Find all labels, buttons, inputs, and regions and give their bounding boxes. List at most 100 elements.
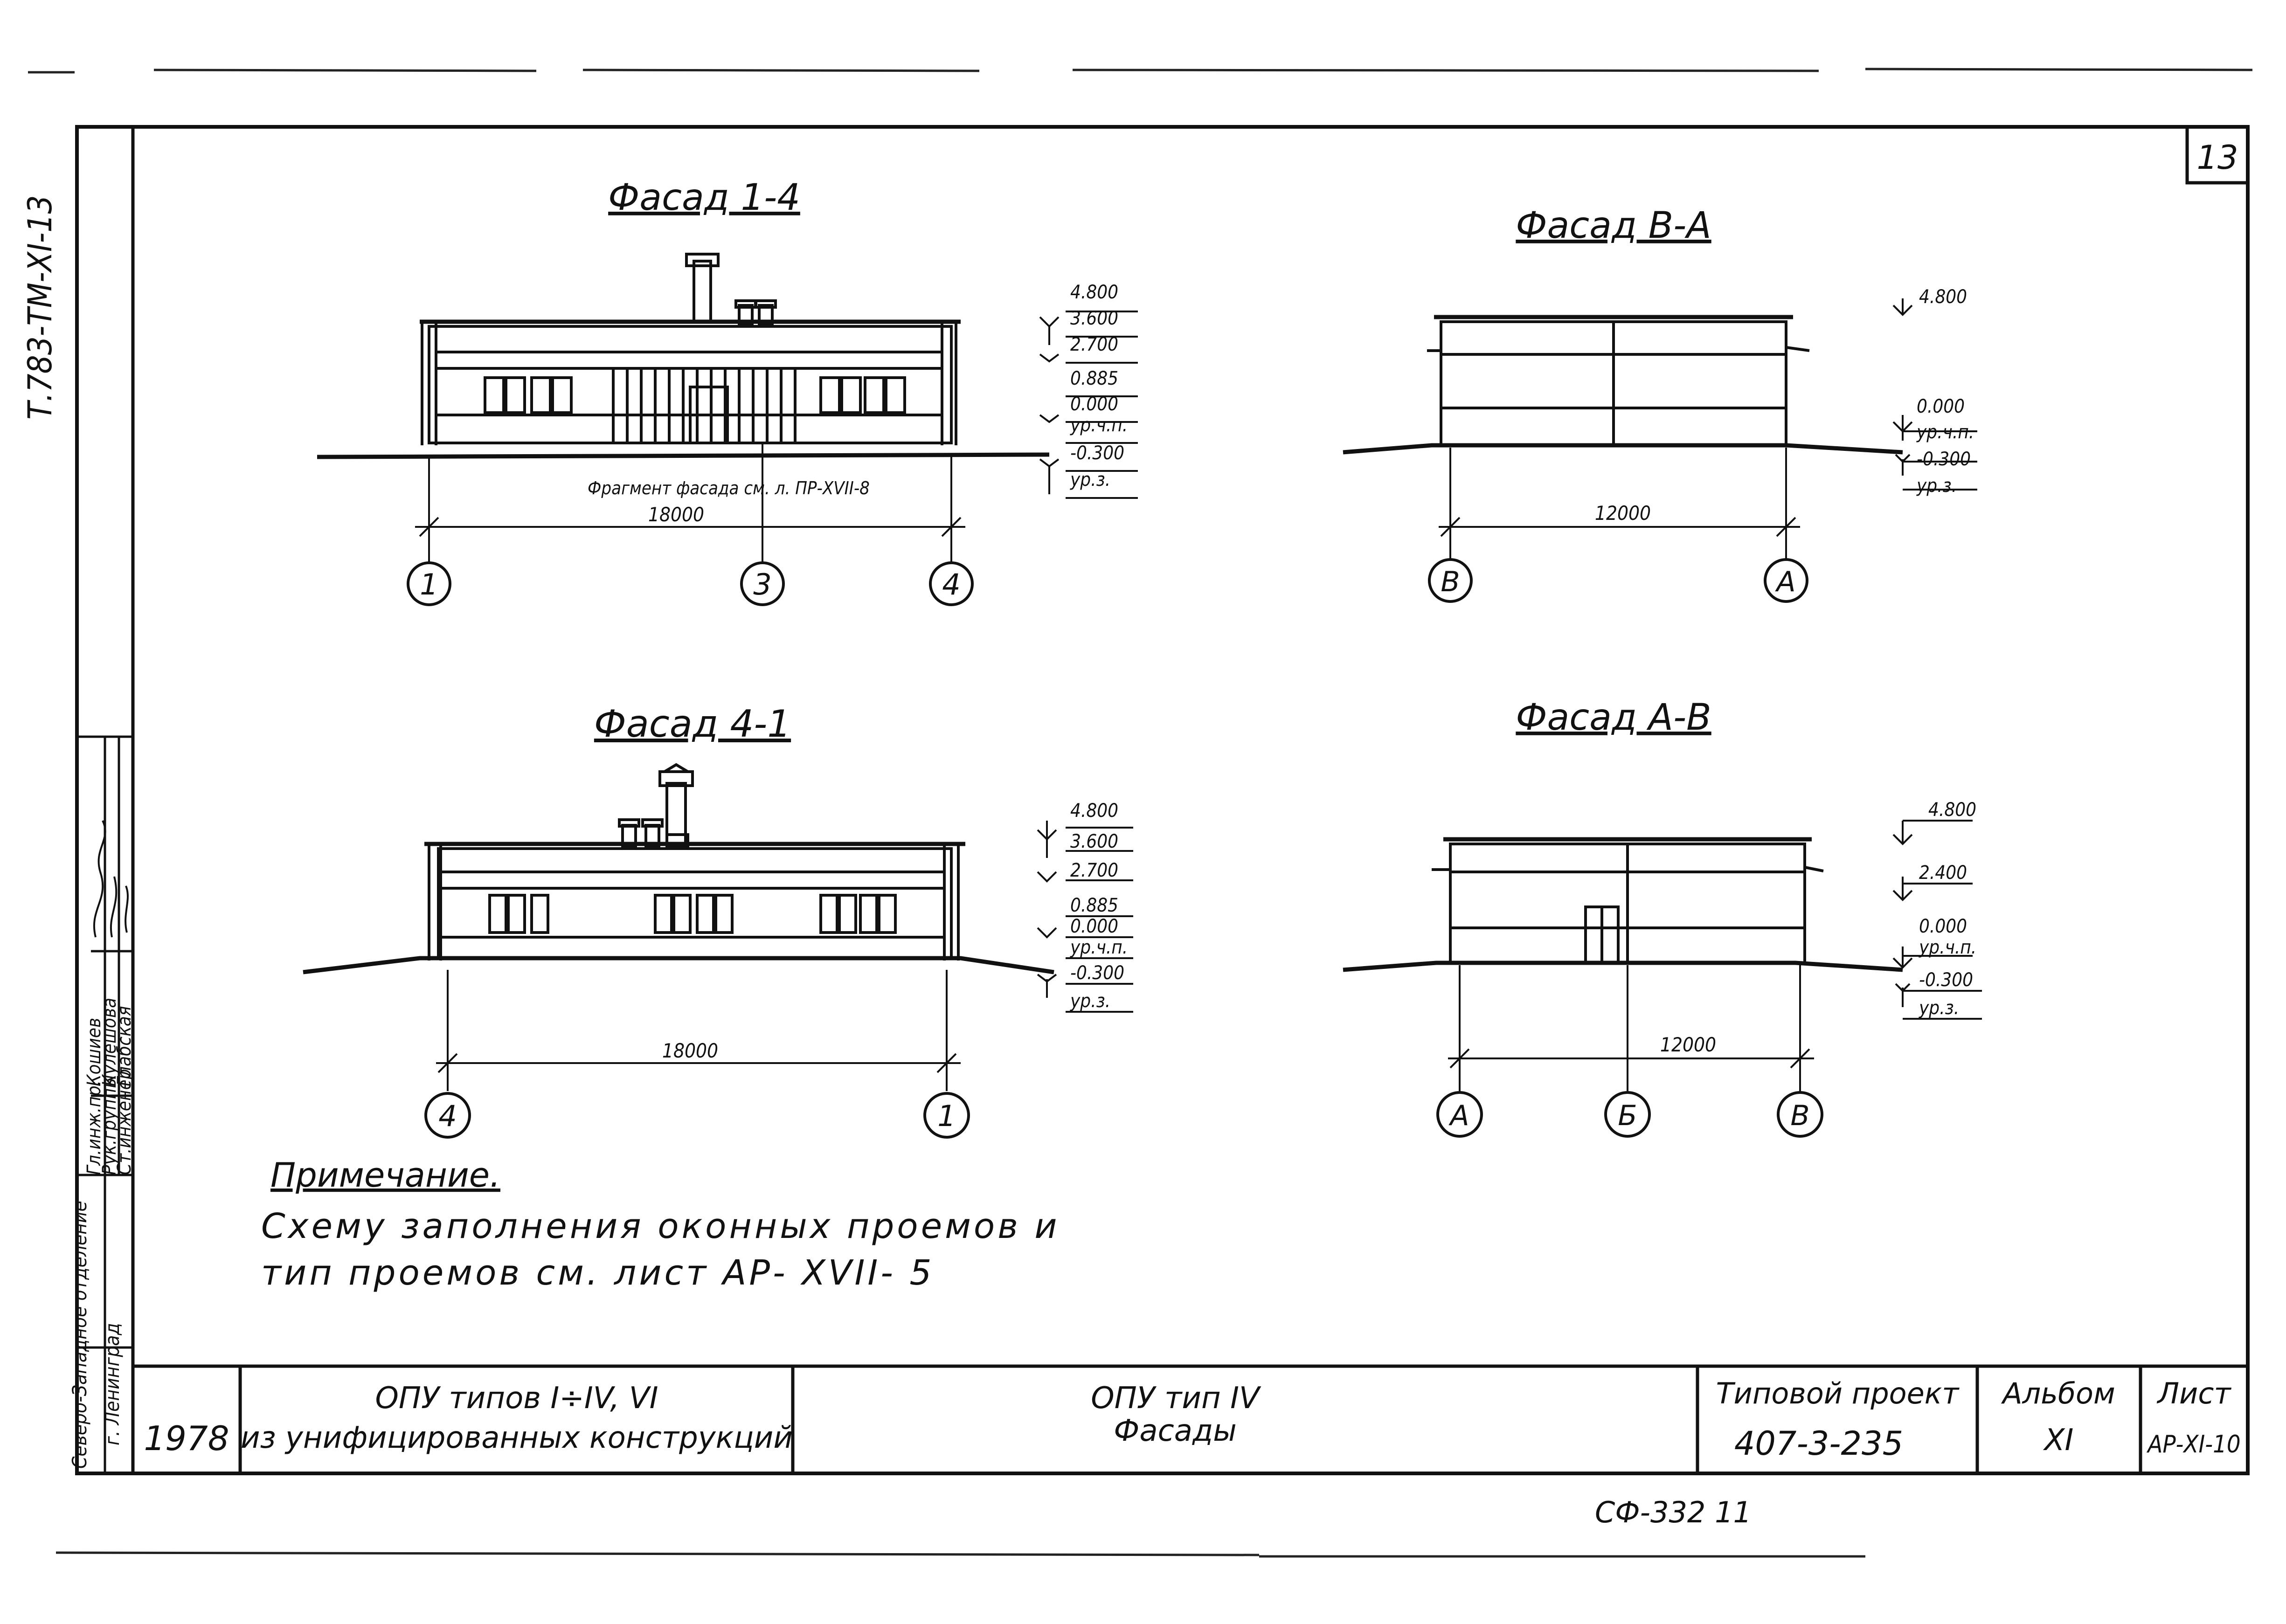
- axis-marker: 3: [740, 561, 785, 606]
- title-block-text: 1978 ОПУ типов I÷IV, VI из унифицированн…: [144, 1376, 2240, 1463]
- axis-markers: В А: [1428, 558, 1808, 603]
- axis-marker: 4: [929, 561, 974, 606]
- level-label: 3.600: [1070, 831, 1118, 852]
- facade-v-a: Фасад В-А 4.800 0.000 ур.ч.п. -0.300 ур.…: [1343, 205, 1977, 603]
- facade-title: Фасад 4-1: [594, 702, 791, 746]
- level-labels: 4.800 0.000 ур.ч.п. -0.300 ур.з.: [1916, 286, 1974, 497]
- stamp-org: Северо-Западное отделение: [68, 1201, 91, 1469]
- axis-marker: В: [1777, 1091, 1823, 1138]
- stamp-city: г. Ленинград: [101, 1323, 124, 1445]
- level-label: 0.000: [1070, 916, 1118, 937]
- level-marks: [1039, 311, 1138, 499]
- approval-strip-text: Гл.инж.пр. Рук.группы Ст.инженер Кошиев …: [68, 998, 135, 1469]
- level-labels: 4.800 2.400 0.000 ур.ч.п. -0.300 ур.з.: [1919, 799, 1976, 1019]
- project-label: Типовой проект: [1716, 1376, 1960, 1410]
- sheet-title: Фасады: [1114, 1414, 1237, 1448]
- building-elevation: [317, 253, 1050, 459]
- level-labels: 4.800 3.600 2.700 0.885 0.000 ур.ч.п. -0…: [1070, 800, 1128, 1012]
- svg-text:4: 4: [438, 1099, 457, 1133]
- level-label: 2.700: [1070, 334, 1118, 355]
- series-line: из унифицированных конструкций: [241, 1421, 793, 1455]
- level-label: ур.з.: [1916, 475, 1957, 497]
- axis-marker: В: [1428, 558, 1473, 603]
- level-label: 4.800: [1070, 800, 1118, 822]
- facade-title: Фасад 1-4: [608, 177, 800, 219]
- level-label: 2.700: [1070, 860, 1118, 881]
- project-number: 407-3-235: [1734, 1424, 1903, 1463]
- level-labels: 4.800 3.600 2.700 0.885 0.000 ур.ч.п. -0…: [1070, 282, 1128, 491]
- side-code: Т.783-ТМ-ХI-13: [21, 195, 59, 420]
- facade-1-4: Фасад 1-4 4.800 3.600 2.700 0.885: [317, 177, 1138, 606]
- svg-text:В: В: [1790, 1099, 1809, 1132]
- level-label: 0.000: [1917, 396, 1965, 417]
- building-elevation: [1343, 837, 1903, 972]
- footer-code: СФ-332 11: [1595, 1495, 1752, 1529]
- dimension-line: [1448, 965, 1814, 1091]
- facade-a-v: Фасад А-В 4.800 2.400 0.000 ур.ч.п. -0.3…: [1343, 697, 1982, 1138]
- axis-marker: А: [1436, 1091, 1483, 1138]
- level-marks: [1037, 821, 1133, 1013]
- series-line: ОПУ типов I÷IV, VI: [375, 1381, 658, 1416]
- dimension-line: [1439, 448, 1800, 560]
- svg-text:А: А: [1448, 1099, 1469, 1132]
- sheet-value: АР-XI-10: [2146, 1431, 2240, 1458]
- fragment-note: Фрагмент фасада см. л. ПР-XVII-8: [588, 478, 870, 498]
- level-label: 0.000: [1919, 916, 1967, 937]
- drawing-frame: [75, 125, 2250, 1475]
- level-label: ур.з.: [1070, 990, 1110, 1012]
- level-label: 2.400: [1919, 862, 1967, 884]
- signatures: [93, 820, 129, 938]
- dimension-label: 18000: [648, 503, 704, 526]
- year: 1978: [144, 1419, 229, 1458]
- svg-text:Б: Б: [1618, 1099, 1637, 1132]
- title-block: [133, 1364, 2248, 1473]
- note-line: Схему заполнения оконных проемов и: [261, 1206, 1060, 1246]
- stamp-role: Рук.группы: [99, 1075, 120, 1175]
- dimension-label: 12000: [1660, 1033, 1716, 1056]
- dimension-label: 12000: [1595, 502, 1651, 525]
- svg-text:А: А: [1774, 566, 1795, 598]
- svg-text:В: В: [1441, 566, 1460, 598]
- axis-marker: 1: [407, 561, 451, 606]
- scan-edge-lines: [28, 68, 2253, 1558]
- stamp-name: Кулешова: [99, 998, 120, 1086]
- level-label: -0.300: [1917, 449, 1971, 470]
- axis-marker: 1: [923, 1092, 970, 1139]
- sheet-title: ОПУ тип IV: [1091, 1381, 1261, 1416]
- sheet-number: 13: [2196, 138, 2238, 177]
- sheet-label: Лист: [2156, 1376, 2231, 1410]
- level-label: 0.885: [1070, 368, 1118, 389]
- facade-title: Фасад В-А: [1516, 205, 1711, 247]
- dimension-line: [436, 970, 961, 1091]
- album-value: XI: [2043, 1423, 2074, 1458]
- level-label: -0.300: [1070, 442, 1124, 464]
- album-label: Альбом: [2001, 1376, 2115, 1410]
- svg-text:3: 3: [753, 567, 771, 601]
- facade-title: Фасад А-В: [1516, 697, 1711, 739]
- stamp-role: Гл.инж.пр.: [83, 1080, 105, 1175]
- level-label: ур.ч.п.: [1916, 422, 1974, 443]
- level-marks: [1892, 820, 1982, 1020]
- level-label: 4.800: [1070, 282, 1118, 303]
- svg-text:1: 1: [420, 567, 438, 601]
- stamp-name: Глабская: [114, 1006, 135, 1087]
- level-label: -0.300: [1070, 962, 1124, 984]
- stamp-role: Ст.инженер: [114, 1069, 135, 1175]
- note-block: Примечание. Схему заполнения оконных про…: [261, 1155, 1060, 1293]
- note-heading: Примечание.: [270, 1155, 500, 1195]
- facade-4-1: Фасад 4-1 4.800 3.600 2.700 0.885 0.000 …: [303, 702, 1133, 1139]
- level-label: 0.000: [1070, 394, 1118, 415]
- level-label: ур.з.: [1919, 997, 1959, 1019]
- level-label: 4.800: [1928, 799, 1976, 821]
- level-label: -0.300: [1919, 969, 1973, 991]
- axis-marker: 4: [424, 1092, 471, 1139]
- svg-text:4: 4: [942, 567, 960, 601]
- level-label: ур.ч.п.: [1070, 415, 1128, 436]
- dimension-line: [415, 443, 965, 564]
- axis-marker: А: [1764, 558, 1808, 603]
- axis-markers: 1 3 4: [407, 561, 974, 606]
- svg-text:1: 1: [937, 1099, 956, 1133]
- dimension-label: 18000: [662, 1039, 718, 1062]
- level-label: ур.з.: [1070, 469, 1110, 491]
